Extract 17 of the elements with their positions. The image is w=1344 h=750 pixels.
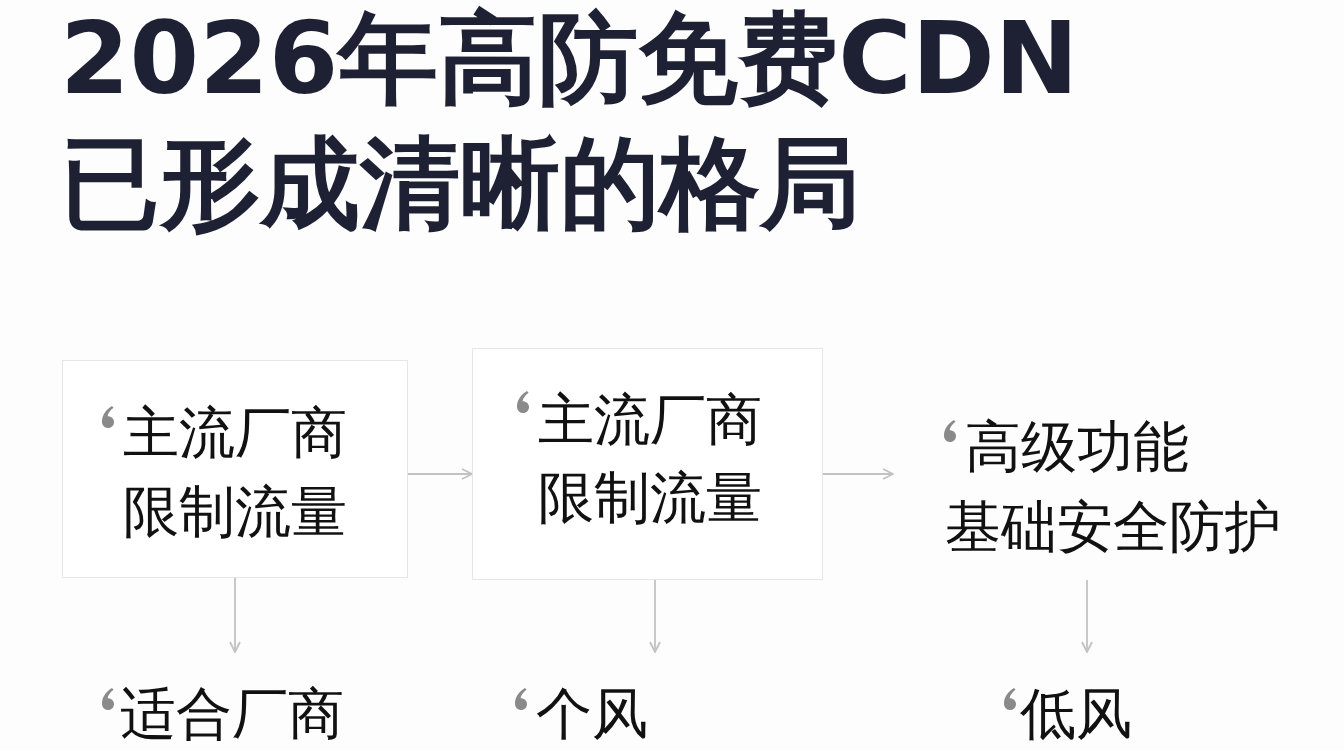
arrow bbox=[1081, 579, 1093, 653]
arrow bbox=[407, 468, 473, 480]
text-card bbox=[472, 348, 823, 580]
text-card bbox=[62, 360, 408, 578]
arrow bbox=[229, 577, 241, 653]
node-text: 主流厂商 bbox=[538, 390, 762, 450]
node-text: 低风 bbox=[1020, 684, 1132, 744]
arrow bbox=[822, 468, 894, 480]
node-text: 限制流量 bbox=[123, 482, 347, 542]
node-text: 高级功能 bbox=[965, 417, 1189, 477]
node-text: 适合厂商 bbox=[120, 684, 344, 744]
title-text: 2026年高防免费CDN已形成清晰的格局 bbox=[60, 0, 1080, 244]
arrow bbox=[649, 579, 661, 653]
node-text: 限制流量 bbox=[538, 468, 762, 528]
node-text: 个风 bbox=[536, 684, 648, 744]
node-text: 主流厂商 bbox=[123, 403, 347, 463]
node-text: 基础安全防护 bbox=[945, 497, 1281, 557]
